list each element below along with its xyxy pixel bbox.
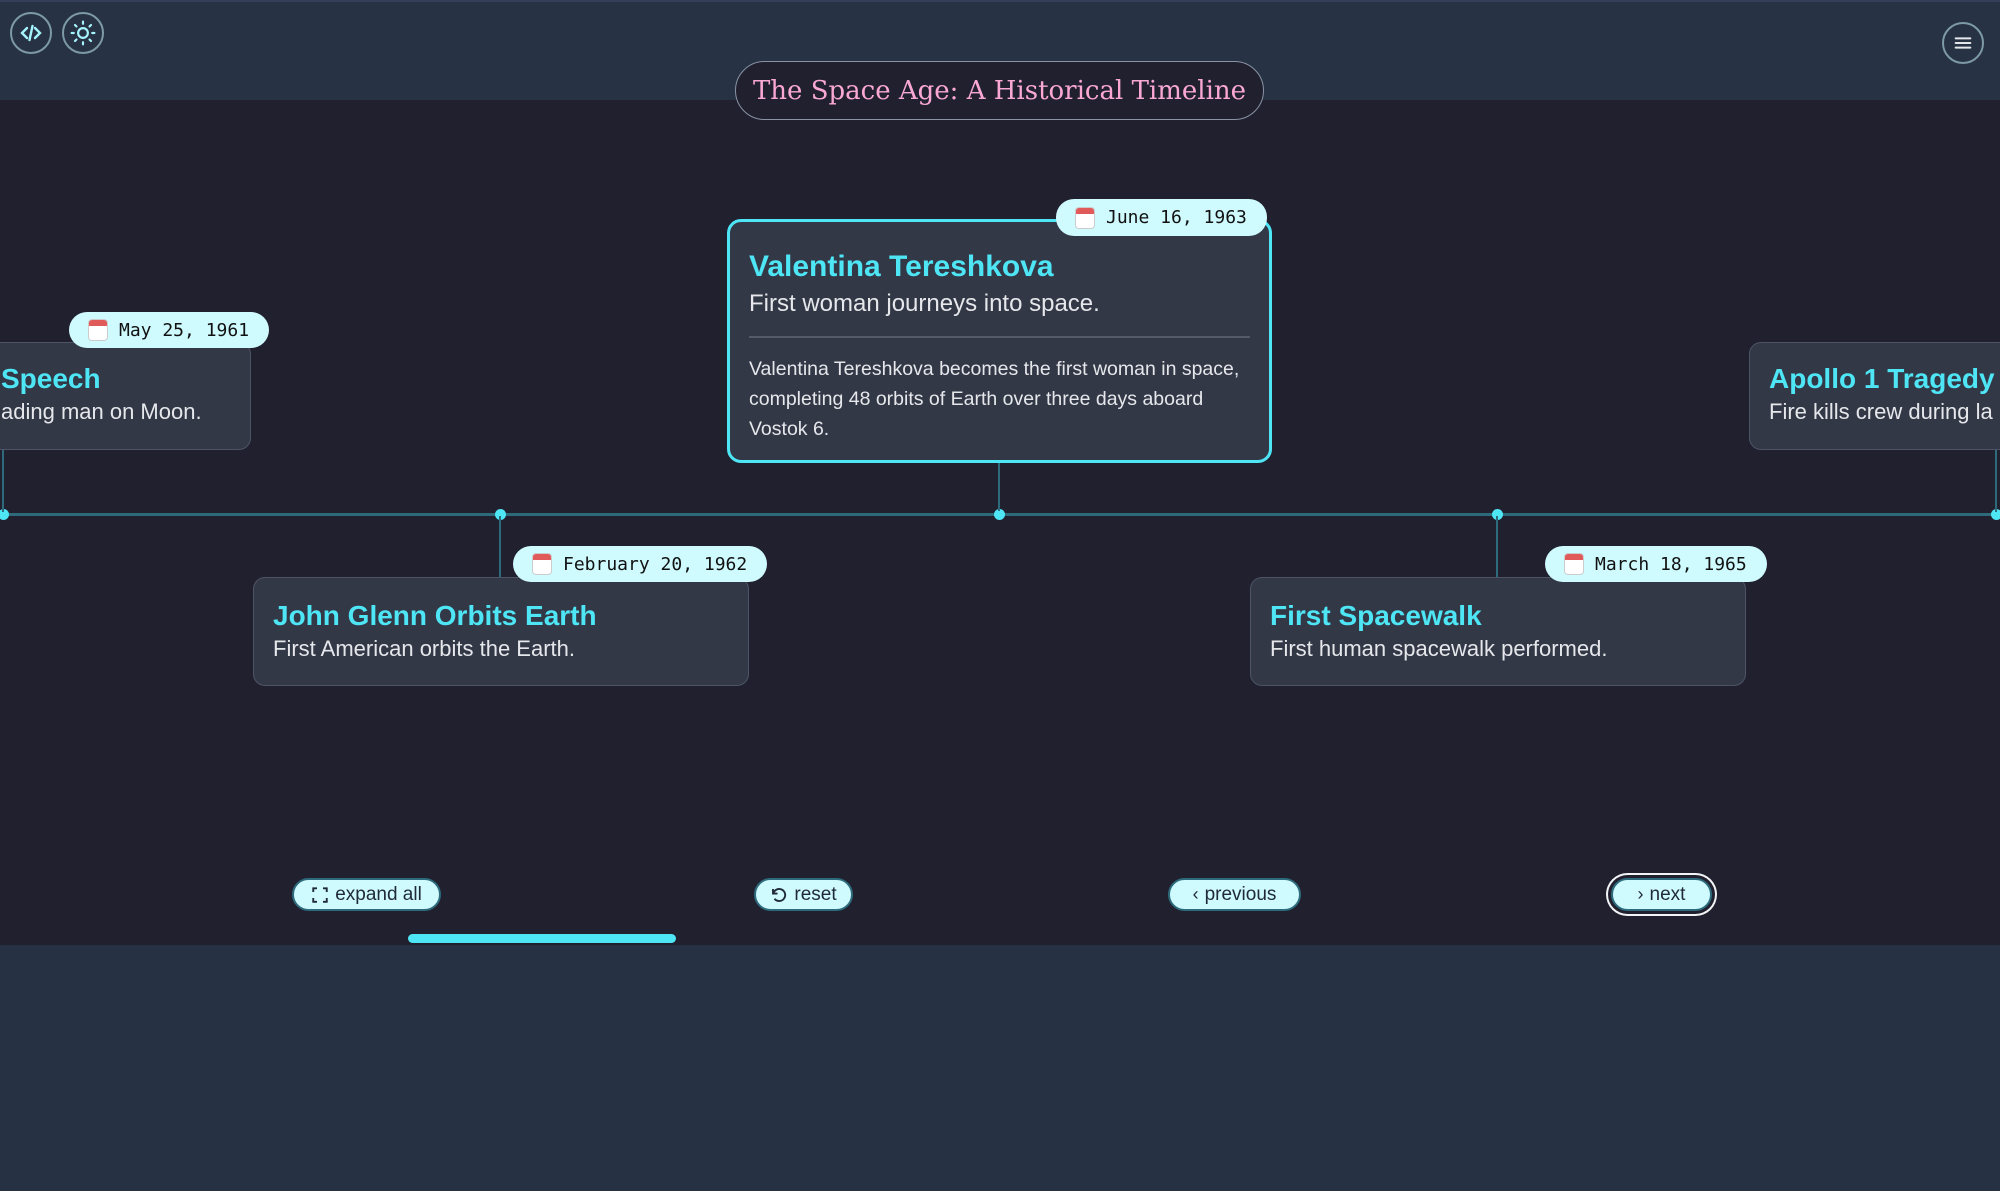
event-date: February 20, 1962 [563, 553, 748, 575]
menu-button[interactable] [1942, 22, 1984, 64]
connector [1496, 516, 1498, 577]
next-button[interactable]: › next [1611, 878, 1712, 911]
event-date-badge: May 25, 1961 [69, 312, 270, 348]
next-label: next [1649, 883, 1686, 905]
reset-label: reset [794, 883, 837, 905]
event-subtitle: First American orbits the Earth. [273, 636, 575, 661]
connector [2, 450, 4, 512]
event-subtitle: Fire kills crew during la [1769, 399, 1993, 424]
event-title: Valentina Tereshkova [749, 250, 1054, 283]
timeline-area: May 25, 1961 Speech ading man on Moon. F… [0, 100, 2000, 945]
expand-all-label: expand all [335, 883, 422, 905]
event-date-badge: June 16, 1963 [1056, 199, 1267, 236]
event-title: Apollo 1 Tragedy [1769, 363, 1995, 394]
event-card[interactable]: Speech ading man on Moon. [0, 342, 251, 450]
reset-icon [772, 887, 787, 902]
calendar-icon [1076, 207, 1094, 228]
event-card[interactable]: First Spacewalk First human spacewalk pe… [1250, 577, 1746, 686]
chevron-left-icon: ‹ [1192, 884, 1199, 904]
connector [998, 463, 1000, 511]
timeline-dot[interactable] [1991, 509, 2000, 520]
event-card-active[interactable]: Valentina Tereshkova First woman journey… [727, 219, 1272, 463]
theme-toggle-button[interactable] [62, 12, 104, 54]
chevron-right-icon: › [1637, 884, 1644, 904]
sun-icon [70, 20, 96, 46]
event-card[interactable]: John Glenn Orbits Earth First American o… [253, 577, 749, 686]
event-card[interactable]: Apollo 1 Tragedy Fire kills crew during … [1749, 342, 2000, 450]
event-date: May 25, 1961 [119, 319, 250, 341]
event-subtitle: First human spacewalk performed. [1270, 636, 1608, 661]
timeline-dot[interactable] [0, 509, 9, 520]
event-date: June 16, 1963 [1106, 207, 1247, 228]
timeline-dot[interactable] [994, 509, 1005, 520]
menu-icon [1954, 37, 1972, 49]
code-toggle-button[interactable] [10, 12, 52, 54]
timeline-dot[interactable] [495, 509, 506, 520]
progress-bar [408, 934, 676, 943]
event-title: John Glenn Orbits Earth [273, 600, 597, 631]
reset-button[interactable]: reset [754, 878, 853, 911]
event-date-badge: February 20, 1962 [513, 546, 768, 582]
event-description: Valentina Tereshkova becomes the first w… [749, 358, 1240, 440]
calendar-icon [89, 320, 107, 340]
expand-icon [312, 886, 328, 903]
connector [1995, 450, 1997, 512]
connector [499, 516, 501, 577]
code-icon [20, 24, 42, 42]
calendar-icon [533, 554, 551, 574]
page-title: The Space Age: A Historical Timeline [735, 61, 1264, 120]
expand-all-button[interactable]: expand all [292, 878, 441, 911]
calendar-icon [1565, 554, 1583, 574]
previous-label: previous [1204, 883, 1277, 905]
event-date: March 18, 1965 [1595, 553, 1747, 575]
event-title: Speech [1, 363, 101, 394]
previous-button[interactable]: ‹ previous [1168, 878, 1301, 911]
divider [749, 336, 1250, 338]
event-date-badge: March 18, 1965 [1545, 546, 1767, 582]
event-title: First Spacewalk [1270, 600, 1482, 631]
event-subtitle: ading man on Moon. [1, 399, 202, 424]
event-subtitle: First woman journeys into space. [749, 290, 1100, 317]
timeline-dot[interactable] [1492, 509, 1503, 520]
